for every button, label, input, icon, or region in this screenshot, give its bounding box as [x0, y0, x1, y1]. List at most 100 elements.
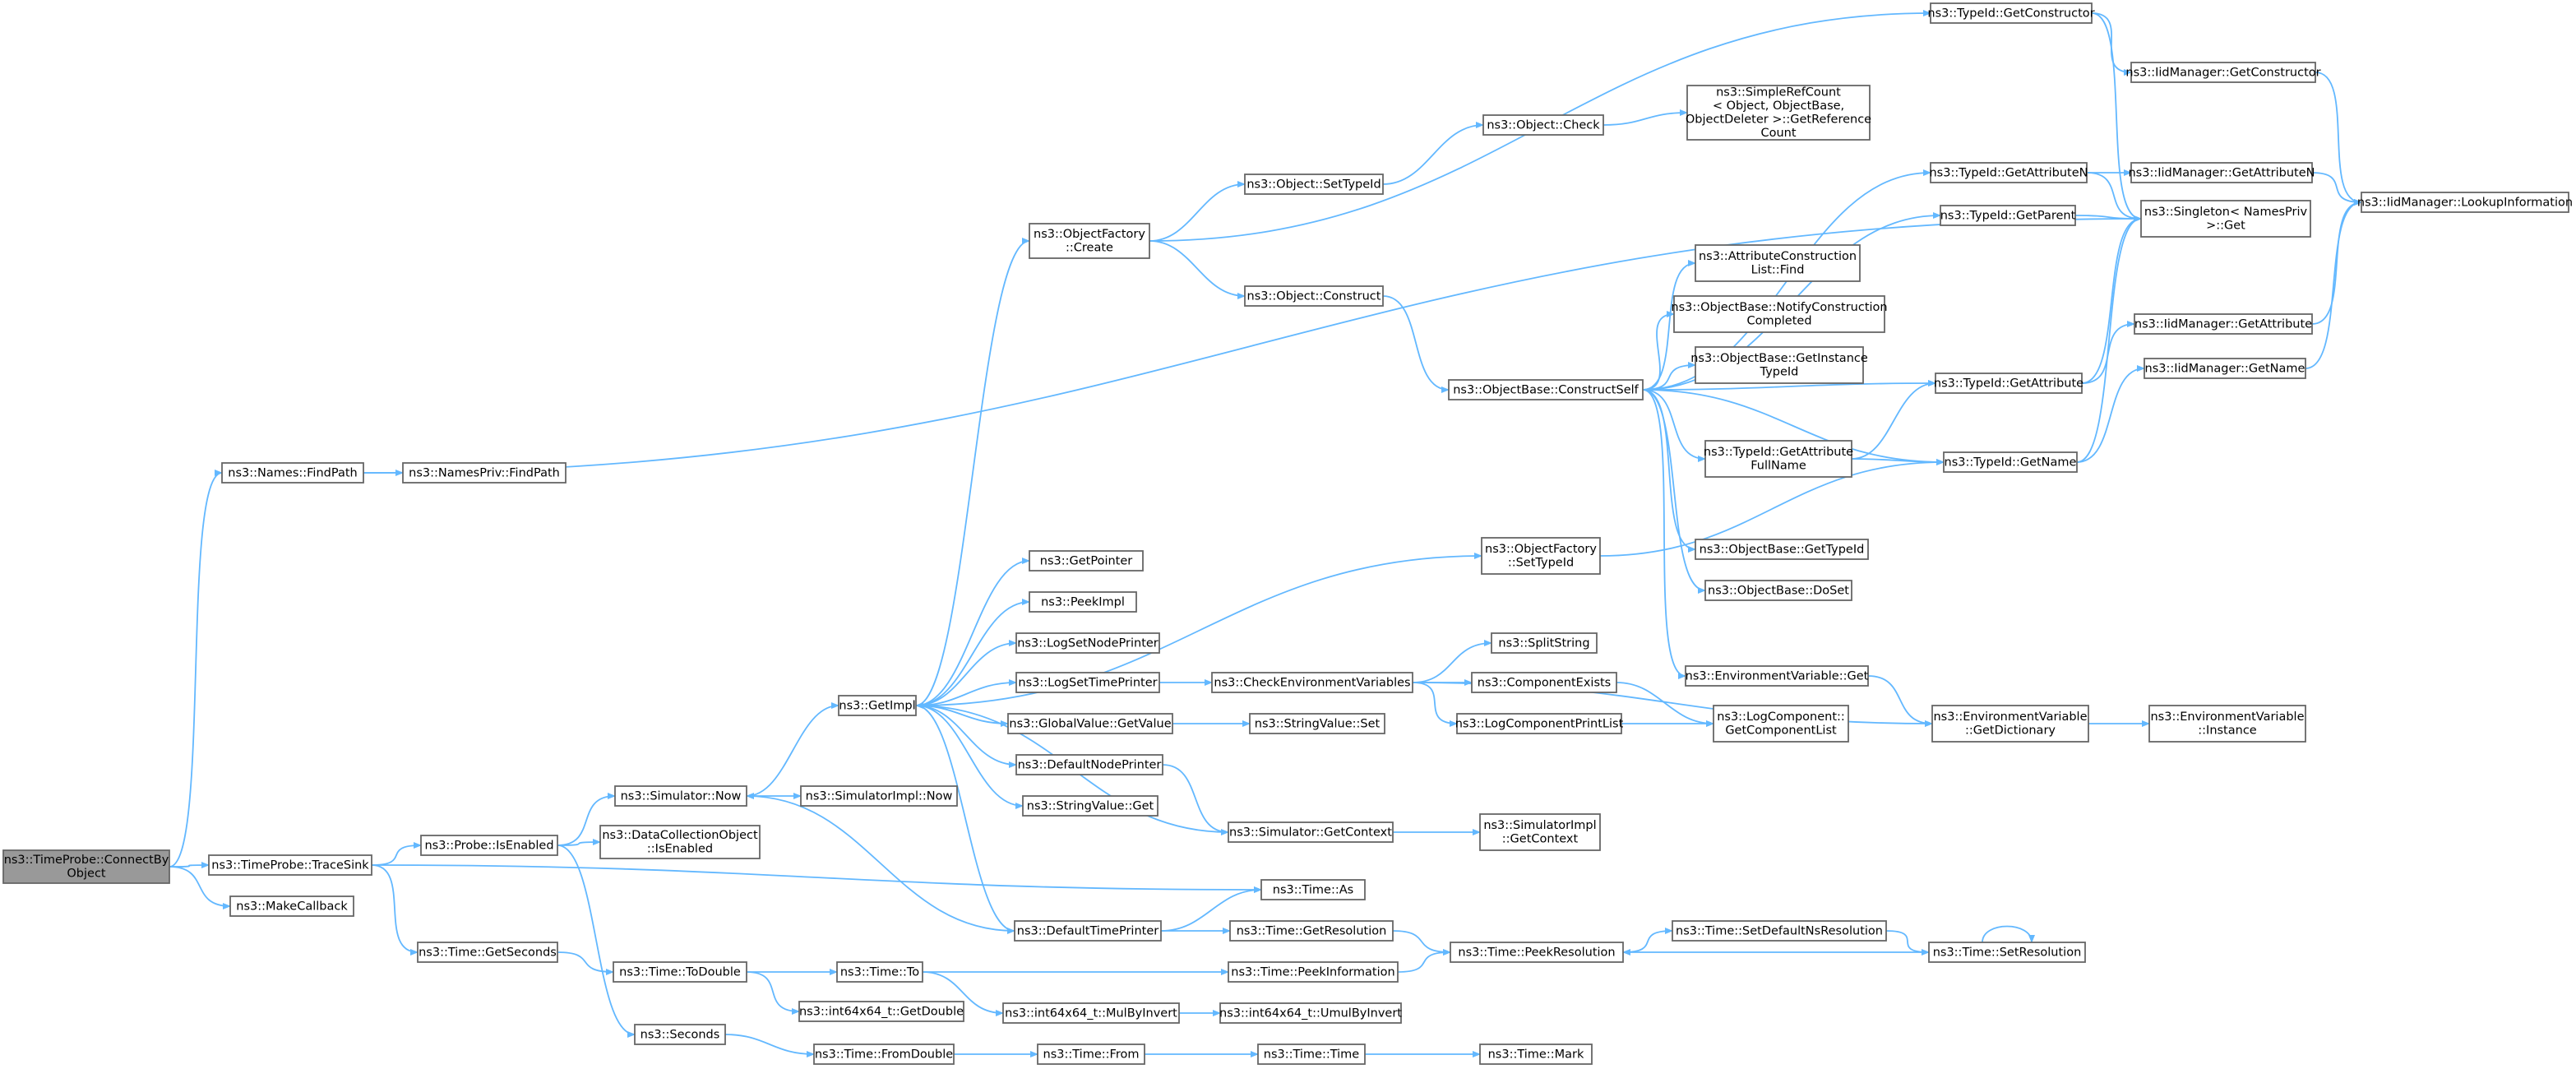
node-envvar-getdict[interactable]: ns3::EnvironmentVariable::GetDictionary: [1931, 705, 2089, 743]
edge-defaulttimeprinter-to-sim_now: [746, 793, 1015, 932]
node-iid-getattribute[interactable]: ns3::IidManager::GetAttribute: [2134, 313, 2313, 335]
node-stringvalue-set[interactable]: ns3::StringValue::Set: [1249, 713, 1385, 734]
node-defaulttimeprinter[interactable]: ns3::DefaultTimePrinter: [1014, 920, 1162, 942]
node-box: [599, 825, 761, 859]
node-sim-now[interactable]: ns3::Simulator::Now: [614, 785, 747, 807]
node-iid-getconstructor[interactable]: ns3::IidManager::GetConstructor: [2125, 62, 2321, 83]
edge-probe_isenabled-to-dco_isenabled: [557, 839, 601, 846]
node-time-time[interactable]: ns3::Time::Time: [1257, 1044, 1366, 1065]
node-label: ns3::int64x64_t::UmulByInvert: [1219, 1007, 1402, 1020]
node-getpointer[interactable]: ns3::GetPointer: [1029, 550, 1144, 572]
node-label: ns3::AttributeConstruction: [1699, 250, 1857, 263]
node-box: [208, 854, 372, 876]
node-envvar-instance[interactable]: ns3::EnvironmentVariable::Instance: [2148, 705, 2306, 743]
node-time-mark[interactable]: ns3::Time::Mark: [1479, 1044, 1593, 1065]
node-typeid-getattributen[interactable]: ns3::TypeId::GetAttributeN: [1929, 162, 2088, 183]
node-envvar-get[interactable]: ns3::EnvironmentVariable::Get: [1685, 665, 1869, 687]
node-box: [1930, 2, 2093, 24]
node-simimpl-now[interactable]: ns3::SimulatorImpl::Now: [800, 785, 958, 807]
node-time-from[interactable]: ns3::Time::From: [1037, 1044, 1145, 1065]
node-logcomponent-getcomplist[interactable]: ns3::LogComponent::GetComponentList: [1713, 705, 1849, 743]
node-seconds[interactable]: ns3::Seconds: [634, 1024, 726, 1045]
edge-time_peekresolution-to-time_setdefaultnsres: [1622, 928, 1673, 953]
node-objbase-doset[interactable]: ns3::ObjectBase::DoSet: [1704, 580, 1852, 601]
node-object-construct[interactable]: ns3::Object::Construct: [1244, 285, 1384, 307]
node-time-setresolution[interactable]: ns3::Time::SetResolution: [1928, 942, 2086, 963]
node-time-setdefaultnsres[interactable]: ns3::Time::SetDefaultNsResolution: [1672, 920, 1887, 942]
node-sim-getcontext[interactable]: ns3::Simulator::GetContext: [1228, 821, 1394, 843]
node-label: Completed: [1746, 315, 1811, 328]
node-time-todouble[interactable]: ns3::Time::ToDouble: [613, 961, 747, 983]
node-traceSink[interactable]: ns3::TimeProbe::TraceSink: [208, 854, 372, 876]
node-time-as[interactable]: ns3::Time::As: [1260, 879, 1366, 900]
node-objbase-notify[interactable]: ns3::ObjectBase::NotifyConstructionCompl…: [1671, 295, 1888, 333]
node-objbase-gettypeid[interactable]: ns3::ObjectBase::GetTypeId: [1695, 539, 1869, 560]
node-names-findpath[interactable]: ns3::Names::FindPath: [221, 462, 364, 484]
node-time-fromdouble[interactable]: ns3::Time::FromDouble: [813, 1044, 955, 1065]
edge-getimpl-to-defaulttimeprinter: [915, 705, 1015, 934]
edge-getimpl-to-getpointer: [915, 558, 1030, 706]
node-object-check[interactable]: ns3::Object::Check: [1482, 114, 1604, 136]
node-box: [1935, 373, 2083, 394]
node-box: [1940, 205, 2076, 226]
node-time-getseconds[interactable]: ns3::Time::GetSeconds: [417, 942, 558, 963]
node-time-peekresolution[interactable]: ns3::Time::PeekResolution: [1450, 942, 1624, 963]
node-objfactory-create[interactable]: ns3::ObjectFactory::Create: [1029, 223, 1150, 259]
node-int64-umulbyinvert[interactable]: ns3::int64x64_t::UmulByInvert: [1219, 1002, 1402, 1024]
node-box: [1029, 591, 1137, 613]
node-simimpl-getcontext[interactable]: ns3::SimulatorImpl::GetContext: [1479, 813, 1601, 851]
edge-typeid_getname-to-iid_getname: [2076, 365, 2145, 463]
node-peekimpl[interactable]: ns3::PeekImpl: [1029, 591, 1137, 613]
node-typeid-getparent[interactable]: ns3::TypeId::GetParent: [1940, 205, 2076, 226]
node-label: ns3::Simulator::GetContext: [1229, 826, 1392, 839]
edge-names_findpath-to-singleton_get: [363, 215, 2142, 474]
node-typeid-getconstructor[interactable]: ns3::TypeId::GetConstructor: [1927, 2, 2095, 24]
node-time-peekinformation[interactable]: ns3::Time::PeekInformation: [1228, 961, 1399, 983]
node-makecallback[interactable]: ns3::MakeCallback: [229, 895, 354, 917]
node-object-settypeid[interactable]: ns3::Object::SetTypeId: [1244, 174, 1384, 195]
node-logsettimeprinter[interactable]: ns3::LogSetTimePrinter: [1015, 672, 1160, 693]
node-probe-isenabled[interactable]: ns3::Probe::IsEnabled: [420, 835, 558, 856]
node-checkenvvars[interactable]: ns3::CheckEnvironmentVariables: [1211, 672, 1413, 693]
node-box: [1704, 440, 1852, 478]
node-objfactory-settypeid[interactable]: ns3::ObjectFactory::SetTypeId: [1481, 537, 1601, 575]
node-logcomponentprintlist[interactable]: ns3::LogComponentPrintList: [1455, 713, 1624, 734]
node-int64-mulbyinvert[interactable]: ns3::int64x64_t::MulByInvert: [1002, 1002, 1180, 1024]
node-box: [1673, 295, 1885, 333]
node-globalvalue-getvalue[interactable]: ns3::GlobalValue::GetValue: [1007, 713, 1173, 734]
node-typeid-getattribute[interactable]: ns3::TypeId::GetAttribute: [1934, 373, 2083, 394]
node-label: ns3::SplitString: [1498, 636, 1589, 650]
node-stringvalue-get[interactable]: ns3::StringValue::Get: [1022, 795, 1159, 817]
node-int64-getdouble[interactable]: ns3::int64x64_t::GetDouble: [798, 1001, 964, 1022]
node-box: [1471, 672, 1617, 693]
node-time-to[interactable]: ns3::Time::To: [836, 961, 923, 983]
node-iid-getname[interactable]: ns3::IidManager::GetName: [2144, 358, 2306, 379]
node-label: ns3::ObjectBase::NotifyConstruction: [1671, 301, 1887, 314]
node-label: ns3::TypeId::GetAttribute: [1704, 446, 1853, 459]
node-getimpl[interactable]: ns3::GetImpl: [838, 695, 917, 716]
node-iid-getattributen[interactable]: ns3::IidManager::GetAttributeN: [2128, 162, 2315, 183]
node-defaultnodeprinter[interactable]: ns3::DefaultNodePrinter: [1015, 754, 1163, 775]
node-box: [1931, 705, 2089, 743]
edge-typeid_getparent-to-singleton_get: [2074, 215, 2142, 222]
node-time-getresolution[interactable]: ns3::Time::GetResolution: [1229, 920, 1394, 942]
node-objbase-constructself[interactable]: ns3::ObjectBase::ConstructSelf: [1448, 379, 1644, 400]
node-iid-lookupinfo[interactable]: ns3::IidManager::LookupInformation: [2357, 192, 2573, 213]
node-box: [838, 695, 917, 716]
node-dco-isenabled[interactable]: ns3::DataCollectionObject::IsEnabled: [599, 825, 761, 859]
node-box: [1229, 920, 1394, 942]
node-namespriv-findpath[interactable]: ns3::NamesPriv::FindPath: [402, 462, 567, 484]
node-singleton-get[interactable]: ns3::Singleton< NamesPriv>::Get: [2140, 200, 2311, 238]
node-splitstring[interactable]: ns3::SplitString: [1491, 632, 1598, 654]
node-simplerefcount[interactable]: ns3::SimpleRefCount< Object, ObjectBase,…: [1686, 85, 1871, 141]
edge-traceSink-to-time_as: [371, 864, 1262, 893]
node-componentexists[interactable]: ns3::ComponentExists: [1471, 672, 1617, 693]
node-typeid-getname[interactable]: ns3::TypeId::GetName: [1943, 451, 2078, 473]
node-logsetnodeprinter[interactable]: ns3::LogSetNodePrinter: [1015, 632, 1160, 654]
node-label: ns3::Time::GetResolution: [1237, 924, 1387, 937]
node-box: [1029, 223, 1150, 259]
